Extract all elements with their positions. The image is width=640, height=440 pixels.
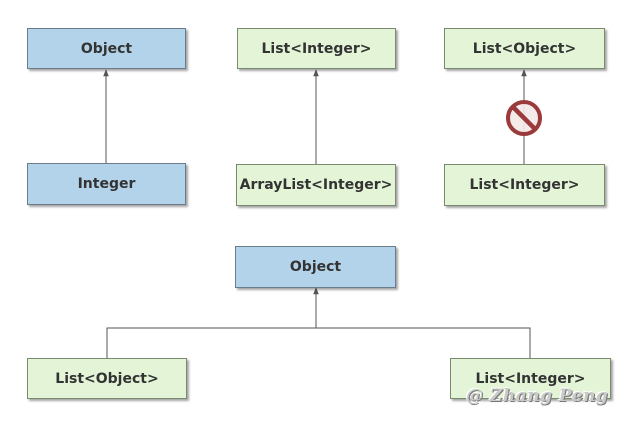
list-integer-box-top-middle: List<Integer> [237,28,396,69]
arraylist-integer-box: ArrayList<Integer> [236,164,396,206]
list-integer-label: List<Integer> [261,40,372,57]
object-label: Object [80,40,133,57]
list-integer-box-right: List<Integer> [444,164,605,206]
list-integer-label: List<Integer> [469,177,580,193]
list-object-box-bottom: List<Object> [27,358,187,399]
object-box-top-left: Object [27,28,186,69]
arraylist-integer-label: ArrayList<Integer> [239,177,393,193]
integer-box: Integer [27,163,186,205]
integer-label: Integer [77,176,136,192]
list-integer-label: List<Integer> [475,370,586,387]
no-entry-icon [506,100,542,136]
list-object-box-top-right: List<Object> [444,28,605,69]
object-label: Object [289,259,342,275]
watermark: @ Zhang Peng [466,386,609,406]
list-object-label: List<Object> [55,370,159,387]
branch-connector [106,327,531,358]
list-object-label: List<Object> [472,40,577,57]
list-integer-box-bottom: List<Integer> [450,358,611,399]
object-box-bottom: Object [235,246,396,288]
